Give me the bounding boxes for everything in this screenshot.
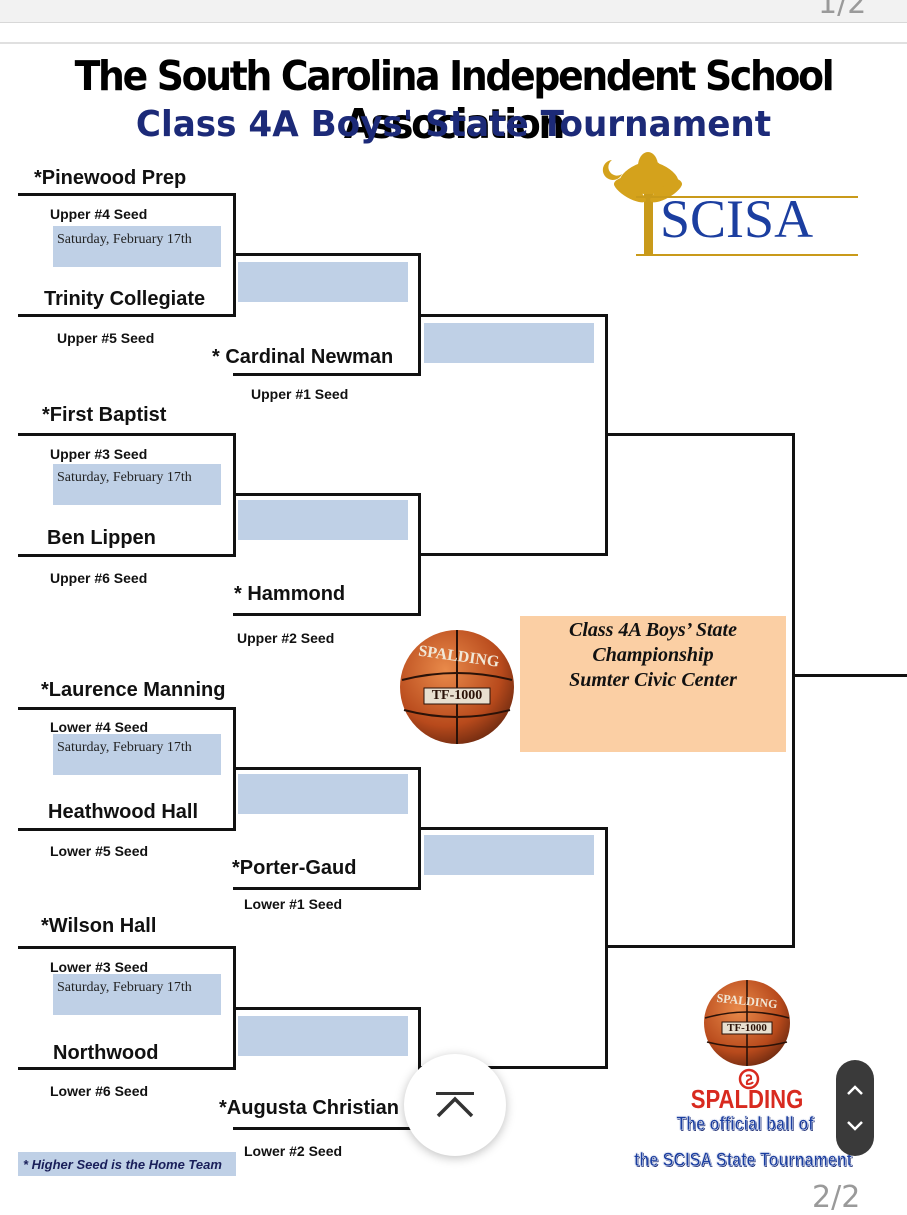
sponsor-line2: the SCISA State Tournament (633, 1150, 853, 1172)
scroll-to-top-icon (436, 1092, 474, 1118)
page-indicator-top: 1/2 (818, 0, 867, 21)
team-name: * Cardinal Newman (212, 346, 394, 368)
bracket-line (233, 1007, 421, 1010)
team-name: Northwood (53, 1042, 159, 1064)
game-date: Saturday, February 17th (53, 734, 221, 775)
basketball-icon (704, 980, 790, 1066)
semifinal-slot (424, 835, 594, 875)
bracket-line (18, 314, 236, 317)
team-seed: Upper #4 Seed (50, 206, 148, 222)
bracket-line (233, 613, 421, 616)
team-seed: Upper #1 Seed (251, 386, 349, 402)
page-nav-icons (847, 1085, 863, 1131)
bracket-line (233, 767, 421, 770)
team-name: Trinity Collegiate (44, 288, 206, 310)
team-name: *Wilson Hall (41, 915, 157, 937)
team-name: *Pinewood Prep (34, 167, 187, 189)
bracket-line (792, 433, 795, 948)
result-slot (238, 774, 408, 814)
bracket-line (233, 887, 421, 890)
championship-line2: Championship (592, 644, 714, 666)
chevron-up-icon (847, 1085, 863, 1095)
championship-line3: Sumter Civic Center (569, 669, 737, 691)
team-seed: Upper #5 Seed (57, 330, 155, 346)
bracket-line (418, 314, 608, 317)
bracket-line (233, 373, 421, 376)
team-seed: Lower #2 Seed (244, 1143, 343, 1159)
page-divider (0, 42, 907, 44)
team-seed: Lower #5 Seed (50, 843, 149, 859)
game-date: Saturday, February 17th (53, 226, 221, 267)
team-seed: Lower #1 Seed (244, 896, 343, 912)
semifinal-slot (424, 323, 594, 363)
association-title: The South Carolina Independent School As… (74, 52, 835, 148)
bracket-line (18, 433, 236, 436)
bracket-line (605, 827, 608, 1069)
team-name: *Porter-Gaud (232, 857, 357, 879)
scisa-logo-text: SCISA (660, 189, 814, 249)
scisa-logo: SCISA (596, 150, 858, 260)
result-slot (238, 262, 408, 302)
team-name: Ben Lippen (47, 527, 156, 549)
palmetto-moon-icon (602, 152, 858, 256)
sponsor-line1: The official ball of (676, 1114, 814, 1136)
bracket-line (18, 554, 236, 557)
result-slot (238, 1016, 408, 1056)
bracket-line (18, 1067, 236, 1070)
team-name: *Laurence Manning (41, 679, 226, 701)
bracket-line (18, 828, 236, 831)
team-name: *Augusta Christian (219, 1097, 400, 1119)
bracket-line (418, 827, 608, 830)
bracket-line (233, 1127, 421, 1130)
sponsor-basketball-image: SPALDING TF-1000 (702, 978, 792, 1068)
bracket-line (233, 493, 421, 496)
team-seed: Lower #3 Seed (50, 959, 149, 975)
home-team-footnote: * Higher Seed is the Home Team (18, 1152, 236, 1176)
result-slot (238, 500, 408, 540)
game-date: Saturday, February 17th (53, 464, 221, 505)
championship-line1: Class 4A Boys’ State (569, 619, 737, 641)
bracket-line (792, 674, 907, 677)
team-name: * Hammond (234, 583, 346, 605)
championship-box: Class 4A Boys’ State Championship Sumter… (520, 616, 786, 752)
bracket-line (233, 253, 421, 256)
page-indicator-bottom: 2/2 (812, 1180, 861, 1215)
team-seed: Upper #3 Seed (50, 446, 148, 462)
team-seed: Lower #6 Seed (50, 1083, 149, 1099)
team-seed: Upper #2 Seed (237, 630, 335, 646)
bracket-line (605, 945, 795, 948)
bracket-line (18, 193, 236, 196)
team-name: Heathwood Hall (48, 801, 199, 823)
tournament-title: Class 4A Boys' State Tournament (135, 104, 772, 145)
sponsor-basketball-model: TF-1000 (727, 1022, 767, 1034)
chevron-down-icon (847, 1121, 863, 1131)
bracket-line (605, 433, 795, 436)
team-name: *First Baptist (42, 404, 167, 426)
viewer-top-bar (0, 0, 907, 23)
page-nav-control[interactable] (836, 1060, 874, 1156)
bracket-line (18, 707, 236, 710)
basketball-icon (400, 630, 514, 744)
sponsor-brand: SPALDING (690, 1084, 804, 1114)
basketball-image: SPALDING TF-1000 (398, 628, 516, 746)
scroll-to-top-button[interactable] (404, 1054, 506, 1156)
bracket-line (18, 946, 236, 949)
bracket-line (418, 1066, 608, 1069)
team-seed: Lower #4 Seed (50, 719, 149, 735)
basketball-model: TF-1000 (431, 688, 483, 703)
spalding-logo-icon (738, 1068, 760, 1090)
game-date: Saturday, February 17th (53, 974, 221, 1015)
bracket-line (418, 553, 608, 556)
team-seed: Upper #6 Seed (50, 570, 148, 586)
